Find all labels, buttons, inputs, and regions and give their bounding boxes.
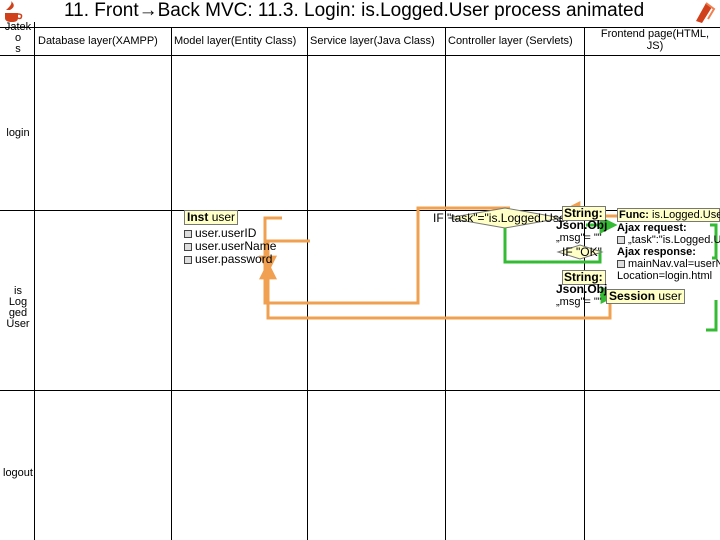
- msg-empty-1: „msg"= "": [556, 232, 602, 244]
- model-field-row: user.password: [184, 253, 284, 266]
- row-label-islogged-1: is: [14, 285, 22, 297]
- model-field-row: user.userID: [184, 227, 284, 240]
- green-flow: [503, 216, 718, 332]
- ajax-response-label: Ajax response:: [617, 246, 696, 258]
- model-instance-header: Inst user: [184, 210, 239, 225]
- func-header: Func: is.Logged.User: [617, 208, 720, 222]
- row-label-islogged-2: Log: [8, 296, 28, 308]
- nav-line: mainNav.val=userN: [617, 258, 720, 270]
- ajax-request-label: Ajax request:: [617, 222, 687, 234]
- string-response-1: String:: [562, 206, 606, 221]
- java-coffee-icon: [2, 1, 24, 23]
- model-field-row: user.userName: [184, 240, 284, 253]
- column-header-jatekos-line3: s: [15, 43, 21, 55]
- field-icon: [184, 255, 192, 264]
- row-label-islogged-3: ged: [8, 307, 28, 319]
- model-field-password: user.password: [195, 252, 273, 266]
- inst-keyword: Inst: [187, 210, 209, 224]
- field-icon: [184, 229, 192, 238]
- session-keyword: Session: [609, 289, 656, 303]
- row-label-islogged-4: User: [6, 318, 30, 330]
- row-label-logout: logout: [3, 467, 33, 479]
- grid-lines: [0, 22, 720, 540]
- row-label-login: login: [6, 127, 30, 139]
- json-obj-1: Json.Obj: [556, 218, 608, 232]
- param-icon: [617, 260, 625, 269]
- model-user-instance: Inst user user.userID user.userName user…: [184, 208, 284, 266]
- string-label-2: String:: [564, 270, 603, 284]
- column-header-jatekos-line1: Jatek: [4, 21, 32, 33]
- column-header-jatekos: Jatek o s: [2, 22, 34, 55]
- frontend-function-block: Func: is.Logged.User Ajax request: „task…: [617, 208, 720, 282]
- func-name: is.Logged.User: [652, 209, 720, 221]
- column-header-jatekos-line2: o: [14, 32, 22, 44]
- row-label-islogged: is Log ged User: [2, 286, 34, 330]
- inst-name: user: [211, 210, 236, 224]
- string-label-1: String:: [564, 206, 603, 220]
- nav-line-text: mainNav.val=userN: [628, 258, 720, 270]
- column-header-frontend: Frontend page(HTML, JS): [590, 28, 720, 52]
- task-line-text: „task":"is.Logged.U: [628, 234, 720, 246]
- model-field-username: user.userName: [195, 239, 277, 253]
- if-ok-diamond: [556, 244, 604, 260]
- column-header-frontend-line2: JS): [646, 40, 664, 52]
- if-task-condition: IF "task"="is.Logged.User": [433, 211, 574, 225]
- column-header-service: Service layer(Java Class): [310, 35, 435, 47]
- presentation-logo-icon: [694, 1, 716, 23]
- string-response-2: String:: [562, 270, 606, 285]
- task-line: „task":"is.Logged.U: [617, 234, 720, 246]
- if-ok-condition: IF "OK": [562, 245, 602, 259]
- session-name: user: [658, 289, 682, 303]
- column-header-frontend-line1: Frontend page(HTML,: [600, 28, 710, 40]
- param-icon: [617, 236, 625, 245]
- column-header-database: Database layer(XAMPP): [38, 35, 158, 47]
- func-keyword: Func:: [619, 209, 649, 221]
- column-header-model: Model layer(Entity Class): [174, 35, 297, 47]
- field-icon: [184, 242, 192, 251]
- msg-empty-2: „msg"= "": [556, 296, 602, 308]
- location-line: Location=login.html: [617, 270, 713, 282]
- slide-title: 11. Front→Back MVC: 11.3. Login: is.Logg…: [64, 0, 645, 21]
- session-user-box: Session user: [606, 289, 685, 304]
- column-header-controller: Controller layer (Servlets): [448, 35, 573, 47]
- model-field-userid: user.userID: [195, 226, 257, 240]
- json-obj-2: Json.Obj: [556, 282, 608, 296]
